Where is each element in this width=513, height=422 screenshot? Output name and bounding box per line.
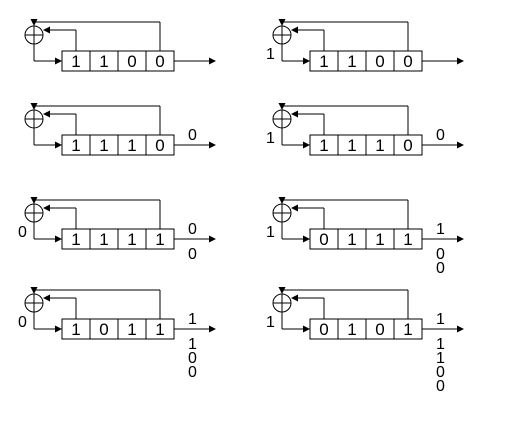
register-bit: 1 (127, 320, 136, 339)
arrow-head-xor-top (278, 19, 286, 26)
register-bit: 1 (127, 230, 136, 249)
register-bit: 1 (71, 230, 80, 249)
arrow-head-input (303, 57, 310, 65)
arrow-head-output (209, 141, 216, 149)
arrow-head-xor-right (291, 26, 298, 34)
arrow-head-output (209, 325, 216, 333)
register-bit: 1 (403, 320, 412, 339)
arrow-head-xor-top (278, 287, 286, 294)
arrow-head-xor-right (291, 204, 298, 212)
arrow-head-xor-right (43, 294, 50, 302)
register-bit: 0 (319, 320, 328, 339)
register-bit: 0 (127, 52, 136, 71)
output-history-bit: 0 (188, 246, 197, 263)
output-history-bit: 0 (436, 246, 445, 263)
register-bit: 1 (375, 136, 384, 155)
arrow-head-output (457, 57, 464, 65)
arrow-head-input (55, 325, 62, 333)
arrow-head-xor-right (43, 110, 50, 118)
arrow-head-input (55, 235, 62, 243)
output-history-bit: 0 (188, 350, 197, 367)
output-history-bit: 1 (436, 350, 445, 367)
arrow-head-output (457, 235, 464, 243)
output-history-bit: 0 (436, 364, 445, 381)
register-bit: 1 (319, 52, 328, 71)
output-history-bit: 0 (188, 364, 197, 381)
arrow-head-output (457, 141, 464, 149)
output-history-bit: 1 (436, 336, 445, 353)
output-history-bit: 0 (436, 378, 445, 395)
register-bit: 0 (375, 320, 384, 339)
arrow-head-xor-right (291, 294, 298, 302)
arrow-head-xor-top (30, 19, 38, 26)
feedback-bit-label: 1 (266, 224, 275, 241)
register-bit: 0 (319, 230, 328, 249)
register-bit: 0 (99, 320, 108, 339)
register-bit: 1 (155, 230, 164, 249)
output-bit-label: 1 (188, 311, 197, 328)
feedback-bit-label: 0 (18, 224, 27, 241)
output-bit-label: 0 (436, 127, 445, 144)
output-bit-label: 1 (436, 221, 445, 238)
arrow-head-input (55, 141, 62, 149)
output-bit-label: 0 (188, 221, 197, 238)
register-bit: 1 (99, 136, 108, 155)
register-bit: 1 (347, 230, 356, 249)
register-bit: 1 (347, 136, 356, 155)
feedback-bit-label: 0 (18, 314, 27, 331)
arrow-head-input (303, 141, 310, 149)
arrow-head-xor-top (30, 287, 38, 294)
register-bit: 0 (155, 52, 164, 71)
register-bit: 1 (71, 320, 80, 339)
feedback-bit-label: 1 (266, 314, 275, 331)
register-bit: 0 (155, 136, 164, 155)
register-bit: 0 (403, 136, 412, 155)
arrow-head-input (55, 57, 62, 65)
register-bit: 1 (319, 136, 328, 155)
arrow-head-xor-top (278, 197, 286, 204)
arrow-head-xor-top (30, 103, 38, 110)
arrow-head-output (209, 57, 216, 65)
register-bit: 0 (403, 52, 412, 71)
register-bit: 1 (375, 230, 384, 249)
register-bit: 1 (347, 320, 356, 339)
arrow-head-xor-top (278, 103, 286, 110)
arrow-head-output (209, 235, 216, 243)
register-bit: 0 (375, 52, 384, 71)
register-bit: 1 (99, 52, 108, 71)
register-bit: 1 (71, 52, 80, 71)
output-bit-label: 1 (436, 311, 445, 328)
arrow-head-input (303, 235, 310, 243)
arrow-head-xor-right (291, 110, 298, 118)
register-bit: 1 (403, 230, 412, 249)
feedback-bit-label: 1 (266, 46, 275, 63)
output-history-bit: 0 (436, 260, 445, 277)
register-bit: 1 (127, 136, 136, 155)
feedback-bit-label: 1 (266, 130, 275, 147)
register-bit: 1 (347, 52, 356, 71)
arrow-head-xor-right (43, 204, 50, 212)
arrow-head-output (457, 325, 464, 333)
arrow-head-xor-top (30, 197, 38, 204)
register-bit: 1 (99, 230, 108, 249)
arrow-head-xor-right (43, 26, 50, 34)
register-bit: 1 (71, 136, 80, 155)
arrow-head-input (303, 325, 310, 333)
output-bit-label: 0 (188, 127, 197, 144)
output-history-bit: 1 (188, 336, 197, 353)
register-bit: 1 (155, 320, 164, 339)
